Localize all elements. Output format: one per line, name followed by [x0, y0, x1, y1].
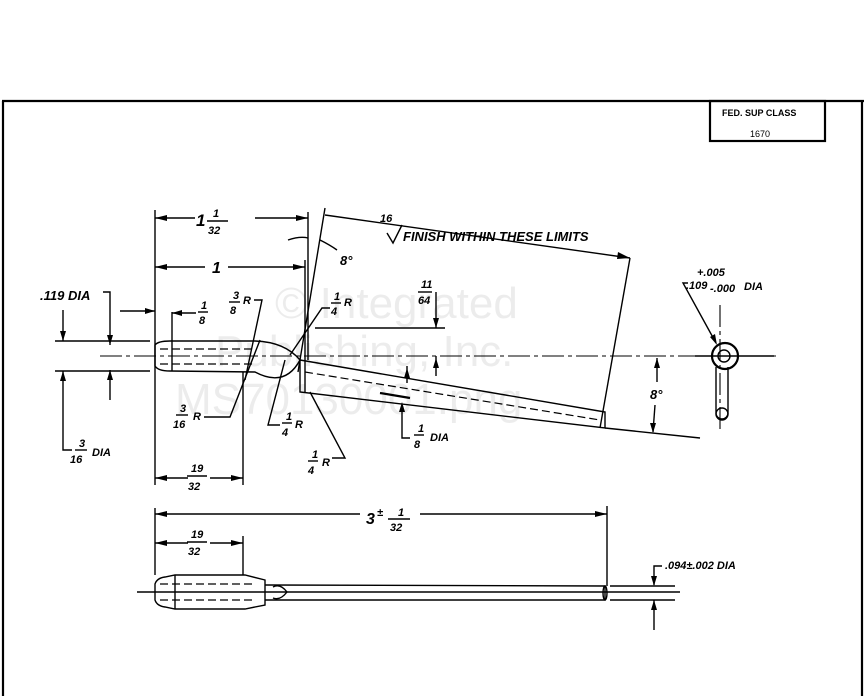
dim-eighth-den: 8 — [199, 315, 206, 327]
top-view: 1 1 32 1 16 FINISH WITHIN THESE LIMITS 8… — [40, 207, 780, 493]
dim-19-32-den: 32 — [188, 481, 200, 493]
bottom-dim-19-32-den: 32 — [188, 546, 200, 558]
bottom-dim-19-32-num: 19 — [191, 529, 204, 541]
end-view-dim: .109 — [686, 280, 708, 292]
bottom-dia: .094±.002 DIA — [665, 560, 736, 572]
dia-eighth-den: 8 — [414, 439, 421, 451]
radius-3-16-num: 3 — [180, 403, 186, 415]
radius-quarter-top-num: 1 — [334, 291, 340, 303]
watermark-line-1: © Integrated — [275, 279, 518, 328]
dim-119-dia: .119 DIA — [40, 288, 90, 303]
radius-quarter-a-den: 4 — [281, 427, 288, 439]
radius-quarter-top-suffix: R — [344, 297, 352, 309]
dim-19-32-num: 19 — [191, 463, 204, 475]
radius-3-8-num: 3 — [233, 290, 239, 302]
radius-3-8-den: 8 — [230, 305, 237, 317]
title-block-value: 1670 — [750, 129, 770, 139]
title-block: FED. SUP CLASS 1670 — [708, 99, 827, 143]
dia-3-16-suffix: DIA — [92, 447, 111, 459]
angle-top: 8° — [340, 253, 353, 268]
watermark-line-3: MS70130001.png — [175, 375, 522, 424]
radius-quarter-a-num: 1 — [286, 411, 292, 423]
bottom-view: 3 ± 1 32 19 32 .094±.002 DIA — [137, 506, 736, 630]
dia-eighth-suffix: DIA — [430, 432, 449, 444]
dim-overall-whole: 1 — [196, 211, 205, 230]
bottom-dim-overall-whole: 3 — [366, 511, 375, 528]
dim-11-64-num: 11 — [421, 279, 432, 291]
bottom-dim-overall-num: 1 — [398, 507, 404, 519]
dim-one: 1 — [212, 260, 221, 277]
watermark: © Integrated Publishing, Inc. MS70130001… — [175, 279, 522, 424]
dim-11-64-den: 64 — [418, 295, 430, 307]
end-view-tol-minus: -.000 — [710, 283, 736, 295]
radius-quarter-b-suffix: R — [322, 457, 330, 469]
end-view-suffix: DIA — [744, 281, 763, 293]
dia-3-16-num: 3 — [79, 438, 85, 450]
dim-overall-den: 32 — [208, 225, 220, 237]
radius-3-16-suffix: R — [193, 411, 201, 423]
end-view: +.005 .109 -.000 DIA — [681, 267, 774, 430]
radius-quarter-b-den: 4 — [307, 465, 314, 477]
title-block-label: FED. SUP CLASS — [722, 108, 796, 118]
radius-3-8-suffix: R — [243, 295, 251, 307]
finish-note: FINISH WITHIN THESE LIMITS — [403, 229, 589, 244]
dim-eighth-num: 1 — [201, 300, 207, 312]
radius-quarter-b-num: 1 — [312, 449, 318, 461]
radius-quarter-a-suffix: R — [295, 419, 303, 431]
dia-eighth-num: 1 — [418, 423, 424, 435]
bottom-dim-overall-tol: ± — [377, 507, 383, 519]
dia-3-16-den: 16 — [70, 454, 83, 466]
watermark-line-2: Publishing, Inc. — [215, 327, 513, 376]
bottom-dim-overall-den: 32 — [390, 522, 402, 534]
finish-value: 16 — [380, 213, 393, 225]
radius-3-16-den: 16 — [173, 419, 186, 431]
angle-right: 8° — [650, 387, 663, 402]
dim-overall-num: 1 — [213, 208, 219, 220]
radius-quarter-top-den: 4 — [330, 306, 337, 318]
end-view-tol-plus: +.005 — [697, 267, 726, 279]
